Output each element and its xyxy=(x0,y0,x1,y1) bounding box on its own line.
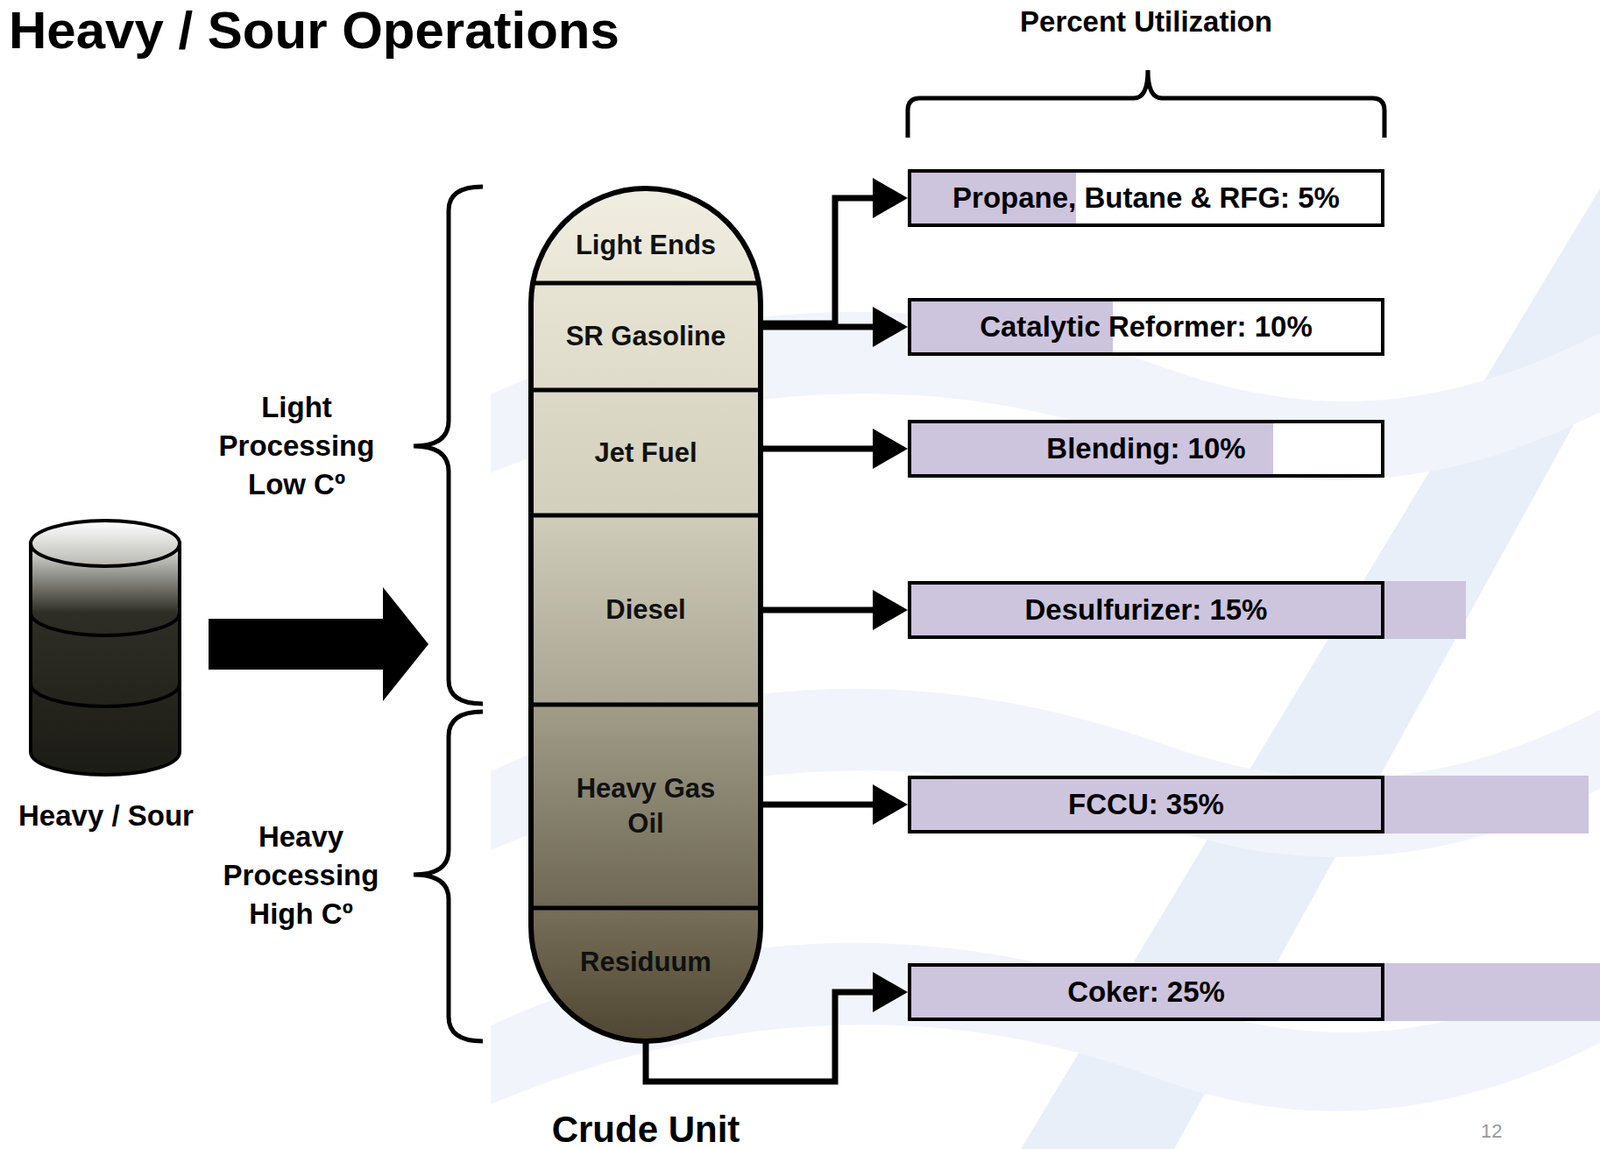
flow-line xyxy=(760,446,875,453)
utilization-brace xyxy=(907,70,1385,138)
tray-divider xyxy=(530,702,761,708)
flow-arrow xyxy=(760,306,908,347)
flow-line xyxy=(760,324,875,331)
arrowhead xyxy=(872,177,908,219)
section-label: Residuum xyxy=(580,944,712,980)
tray-divider xyxy=(530,281,761,286)
utilization-label: Propane, Butane & RFG: 5% xyxy=(952,181,1340,215)
utilization-box: Blending: 10% xyxy=(907,419,1385,478)
page-number: 12 xyxy=(1480,1119,1502,1143)
column-section: Light Ends xyxy=(530,188,761,284)
arrowhead xyxy=(872,428,908,469)
utilization-overflow xyxy=(1384,962,1600,1021)
column-section: SR Gasoline xyxy=(530,283,761,390)
slide-title: Heavy / Sour Operations xyxy=(8,0,620,61)
unit-label: Crude Unit xyxy=(495,1108,796,1149)
utilization-box: Catalytic Reformer: 10% xyxy=(907,297,1385,356)
flow-line xyxy=(760,801,875,808)
feed-arrow xyxy=(208,587,429,701)
processing-label: Heavy Processing High Cº xyxy=(206,817,396,934)
barrel-body xyxy=(30,543,180,775)
column-section-fill xyxy=(526,907,765,1042)
utilization-label: Desulfurizer: 15% xyxy=(1025,593,1268,627)
tray-divider xyxy=(530,906,761,911)
column-section-fill xyxy=(526,515,765,706)
utilization-label: Catalytic Reformer: 10% xyxy=(979,310,1313,344)
utilization-box: Coker: 25% xyxy=(907,962,1385,1021)
column-outline xyxy=(530,188,761,1041)
utilization-box: Propane, Butane & RFG: 5% xyxy=(907,169,1385,227)
barrel-drawing xyxy=(3,516,209,780)
barrel-hoop xyxy=(30,683,180,707)
arrowhead xyxy=(872,589,908,631)
flow-arrow xyxy=(760,784,908,825)
section-label: Diesel xyxy=(605,592,686,628)
crude-unit-column: Crude UnitLight EndsSR GasolineJet FuelD… xyxy=(530,188,761,1149)
axis-label: Percent Utilization xyxy=(970,5,1322,39)
flow-line xyxy=(760,607,875,614)
barrel-hoop xyxy=(30,612,180,636)
processing-label: Light Processing Low Cº xyxy=(202,388,391,504)
utilization-label: Blending: 10% xyxy=(1046,431,1246,466)
flow-arrow xyxy=(760,428,908,469)
feed-arrow-shape xyxy=(208,587,429,701)
column-section: Diesel xyxy=(530,515,761,705)
arrowhead xyxy=(872,971,908,1013)
utilization-box: FCCU: 35% xyxy=(907,775,1385,834)
utilization-label: Coker: 25% xyxy=(1067,975,1225,1009)
section-label: SR Gasoline xyxy=(566,318,727,354)
section-label: Jet Fuel xyxy=(594,435,697,471)
barrel-label: Heavy / Sour xyxy=(3,799,209,833)
column-section-fill xyxy=(526,188,765,284)
column-section: Jet Fuel xyxy=(530,389,761,516)
arrowhead xyxy=(872,784,908,825)
column-section-fill xyxy=(526,389,765,517)
utilization-box: Desulfurizer: 15% xyxy=(907,580,1385,639)
column-section: Residuum xyxy=(530,907,761,1041)
light-brace xyxy=(413,186,483,704)
section-label: Heavy Gas Oil xyxy=(558,771,734,842)
column-section-fill xyxy=(526,704,765,909)
utilization-overflow xyxy=(1384,580,1466,639)
barrel-lid xyxy=(30,520,180,567)
utilization-label: FCCU: 35% xyxy=(1068,787,1225,822)
column-section-fill xyxy=(526,283,765,391)
arrowhead xyxy=(872,306,908,347)
flow-arrow xyxy=(760,589,908,631)
utilization-overflow xyxy=(1384,775,1589,834)
crude-barrel: Heavy / Sour xyxy=(3,516,209,842)
section-label: Light Ends xyxy=(575,227,716,263)
tray-divider xyxy=(530,513,761,518)
column-section: Heavy Gas Oil xyxy=(530,704,761,908)
heavy-brace xyxy=(413,711,483,1041)
tray-divider xyxy=(530,388,761,393)
